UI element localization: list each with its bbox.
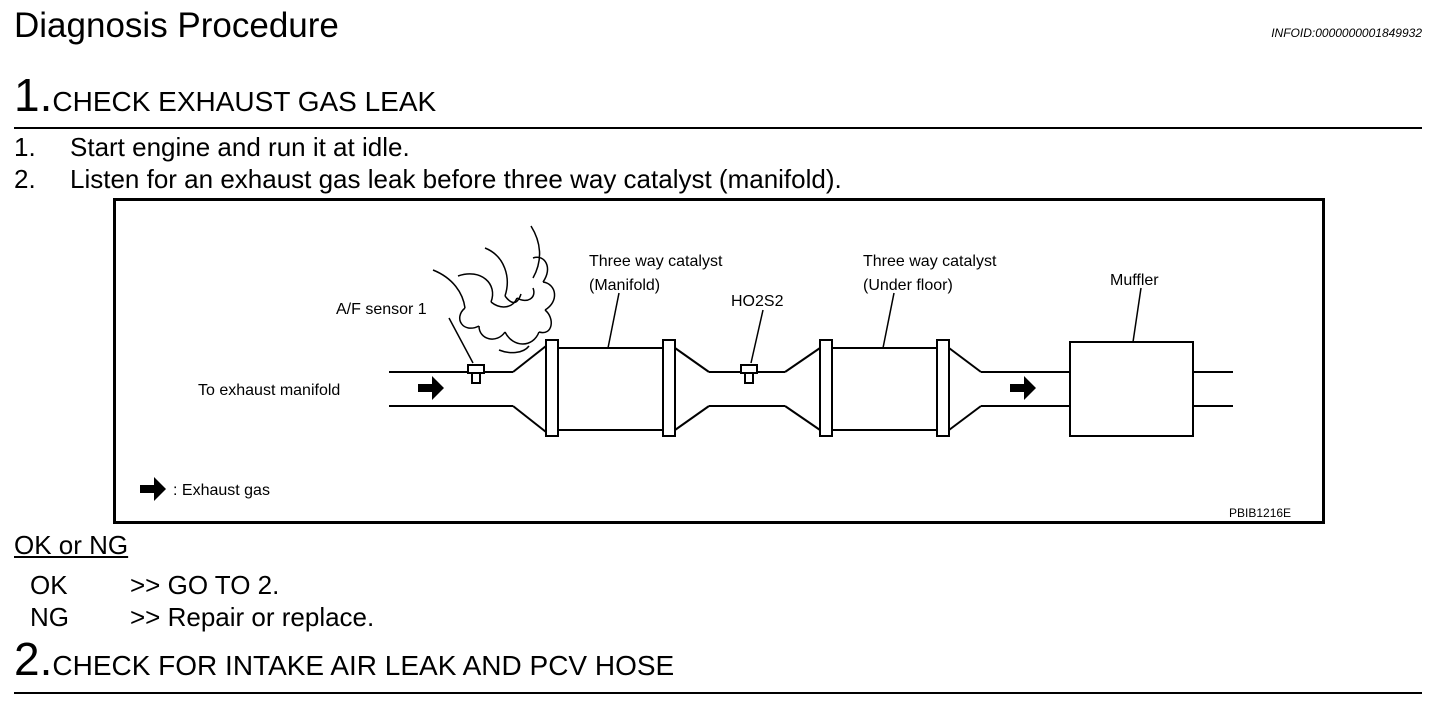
flow-arrow-icon xyxy=(418,376,444,400)
flow-arrow-icon xyxy=(1010,376,1036,400)
label-ho2s2: HO2S2 xyxy=(731,293,784,310)
legend-label: : Exhaust gas xyxy=(173,482,270,499)
leader-line-muffler xyxy=(1132,287,1142,343)
legend-arrow-icon xyxy=(140,477,166,501)
list-item-text: Listen for an exhaust gas leak before th… xyxy=(70,164,842,194)
step-1-heading: 1.CHECK EXHAUST GAS LEAK xyxy=(14,70,436,120)
ok-or-ng-heading: OK or NG xyxy=(14,530,129,560)
af-sensor-body xyxy=(471,372,481,384)
step-1-divider xyxy=(14,127,1422,129)
leader-line-twc-manifold xyxy=(607,292,620,349)
exhaust-leak-smoke-icon xyxy=(432,225,556,354)
result-action: >> Repair or replace. xyxy=(130,602,375,632)
exhaust-pipe-outline xyxy=(389,339,1233,437)
step-2-number: 2. xyxy=(14,633,53,685)
ho2s2-sensor-body xyxy=(744,372,754,384)
step-1-title: CHECK EXHAUST GAS LEAK xyxy=(52,86,437,117)
af-sensor-icon xyxy=(467,364,485,374)
label-twc-underfloor-2: (Under floor) xyxy=(863,277,953,294)
ho2s2-sensor-icon xyxy=(740,364,758,374)
leader-line-ho2s2 xyxy=(750,309,764,364)
step-2-title: CHECK FOR INTAKE AIR LEAK AND PCV HOSE xyxy=(52,650,675,681)
list-item-number: 1. xyxy=(14,132,36,162)
label-twc-manifold-2: (Manifold) xyxy=(589,277,660,294)
list-item-text: Start engine and run it at idle. xyxy=(70,132,410,162)
label-twc-underfloor-1: Three way catalyst xyxy=(863,253,997,270)
exhaust-system-diagram: A/F sensor 1 Three way catalyst (Manifol… xyxy=(113,198,1325,524)
label-to-exhaust-manifold: To exhaust manifold xyxy=(198,382,340,399)
info-id: INFOID:0000000001849932 xyxy=(1271,26,1422,40)
step-2-divider xyxy=(14,692,1422,694)
result-row: NG >> Repair or replace. xyxy=(30,601,374,633)
label-af-sensor: A/F sensor 1 xyxy=(336,301,427,318)
label-muffler: Muffler xyxy=(1110,272,1159,289)
result-action: >> GO TO 2. xyxy=(130,570,280,600)
result-key: OK xyxy=(30,570,68,600)
label-twc-manifold-1: Three way catalyst xyxy=(589,253,723,270)
list-item: 1. Start engine and run it at idle. xyxy=(14,131,410,163)
step-1-number: 1. xyxy=(14,69,53,121)
result-key: NG xyxy=(30,602,69,632)
list-item: 2. Listen for an exhaust gas leak before … xyxy=(14,163,842,195)
step-2-heading: 2.CHECK FOR INTAKE AIR LEAK AND PCV HOSE xyxy=(14,634,674,684)
diagram-code: PBIB1216E xyxy=(1229,506,1291,520)
leader-line-twc-underfloor xyxy=(882,292,895,349)
page-title: Diagnosis Procedure xyxy=(14,6,339,45)
list-item-number: 2. xyxy=(14,164,36,194)
result-row: OK >> GO TO 2. xyxy=(30,569,279,601)
leader-line-af-sensor xyxy=(448,317,474,364)
